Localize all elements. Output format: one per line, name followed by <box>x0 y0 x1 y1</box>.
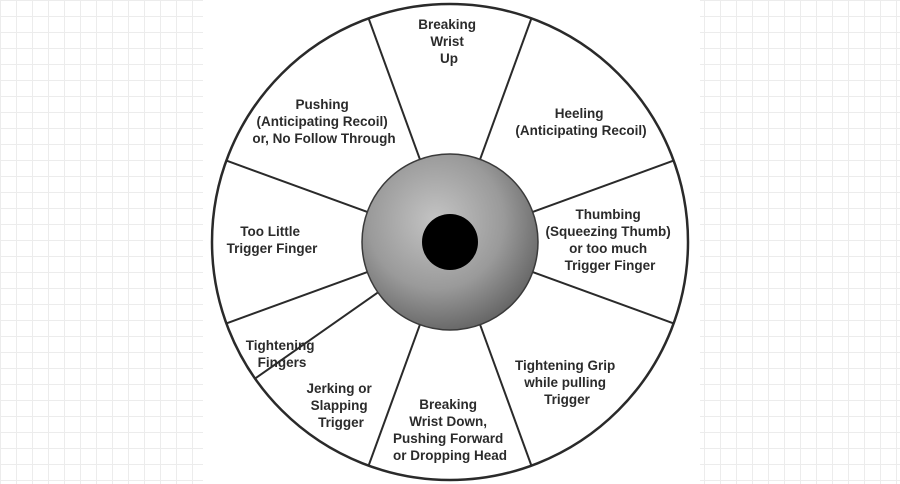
segment-divider <box>226 271 368 325</box>
segment-label-too-little-trigger-finger: Too Little Trigger Finger <box>227 224 319 256</box>
segment-label-tightening-fingers: Tightening Fingers <box>246 338 319 370</box>
wheel-spokes <box>226 18 674 466</box>
segment-label-tightening-grip: Tightening Grip while pulling Trigger <box>515 358 619 407</box>
segment-divider <box>532 159 674 213</box>
segment-label-heeling: Heeling (Anticipating Recoil) <box>515 106 646 138</box>
segment-label-jerking: Jerking or Slapping Trigger <box>306 381 375 430</box>
segment-divider <box>226 159 368 213</box>
segment-divider <box>367 324 421 466</box>
bullseye-center <box>422 214 478 270</box>
segment-divider <box>367 18 421 160</box>
segment-label-breaking-wrist-down: Breaking Wrist Down, Pushing Forward or … <box>393 397 507 463</box>
segment-divider <box>479 324 533 466</box>
segment-label-thumbing: Thumbing (Squeezing Thumb) or too much T… <box>545 207 674 273</box>
segment-label-pushing: Pushing (Anticipating Recoil) or, No Fol… <box>252 97 395 146</box>
segment-divider <box>532 271 674 325</box>
segment-divider <box>479 18 533 160</box>
segment-label-breaking-wrist-up: Breaking Wrist Up <box>418 17 480 66</box>
segment-divider <box>254 291 379 380</box>
